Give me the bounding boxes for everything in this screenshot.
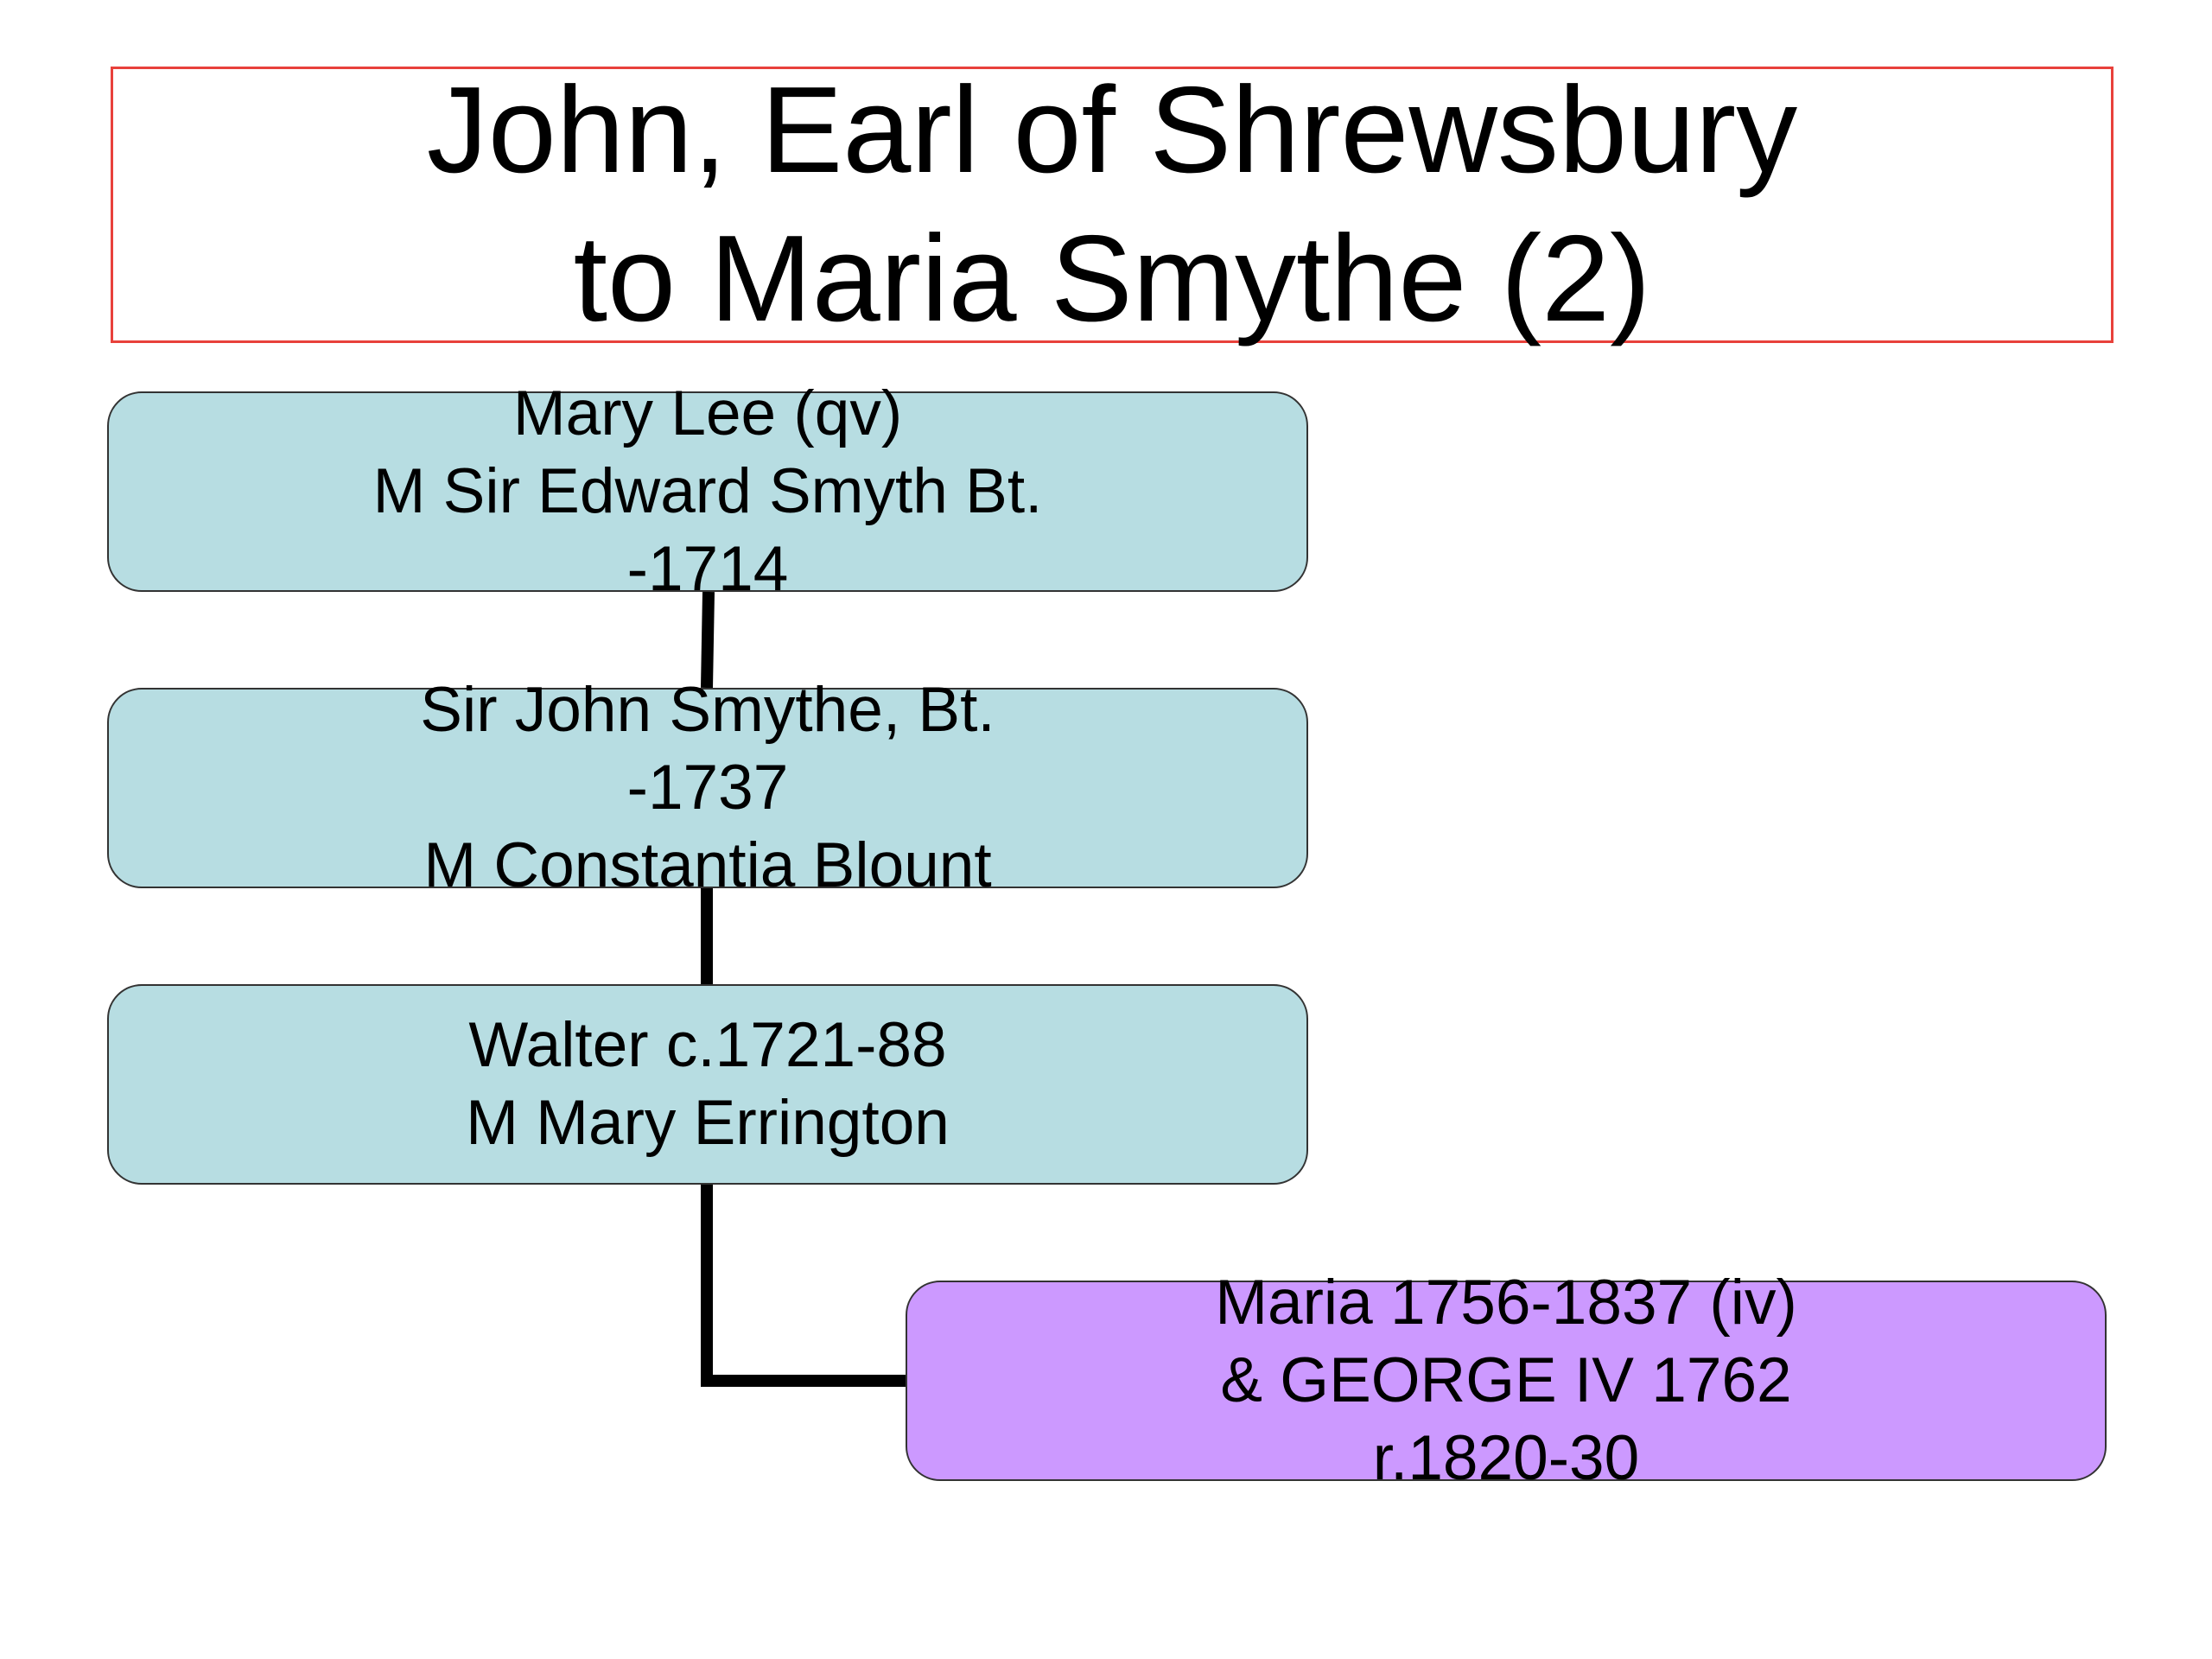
title-box: John, Earl of Shrewsbury to Maria Smythe…: [111, 61, 2113, 347]
node-maria: Maria 1756-1837 (iv) & GEORGE IV 1762 r.…: [906, 1268, 2107, 1493]
node-mary-lee-line-2: M Sir Edward Smyth Bt.: [372, 456, 1043, 526]
node-walter-line-1: Walter c.1721-88: [468, 1010, 947, 1080]
connector-mary-lee-to-sir-john: [701, 591, 715, 689]
node-maria-line-1: Maria 1756-1837 (iv): [1215, 1268, 1797, 1338]
node-sir-john-line-1: Sir John Smythe, Bt.: [420, 675, 995, 745]
node-walter: Walter c.1721-88 M Mary Errington: [107, 984, 1308, 1185]
node-mary-lee-line-1: Mary Lee (qv): [512, 378, 903, 448]
node-sir-john-line-3: M Constantia Blount: [423, 830, 992, 900]
node-maria-line-3: r.1820-30: [1372, 1423, 1640, 1493]
title-line-1: John, Earl of Shrewsbury: [426, 61, 1798, 199]
node-maria-line-2: & GEORGE IV 1762: [1220, 1345, 1792, 1415]
node-sir-john-line-2: -1737: [626, 753, 789, 823]
node-sir-john-smythe: Sir John Smythe, Bt. -1737 M Constantia …: [107, 675, 1308, 900]
connector-walter-to-maria: [701, 1185, 906, 1387]
title-line-2: to Maria Smythe (2): [573, 210, 1651, 347]
node-mary-lee-line-3: -1714: [626, 534, 789, 604]
node-mary-lee: Mary Lee (qv) M Sir Edward Smyth Bt. -17…: [107, 378, 1308, 604]
node-walter-line-2: M Mary Errington: [466, 1088, 950, 1158]
